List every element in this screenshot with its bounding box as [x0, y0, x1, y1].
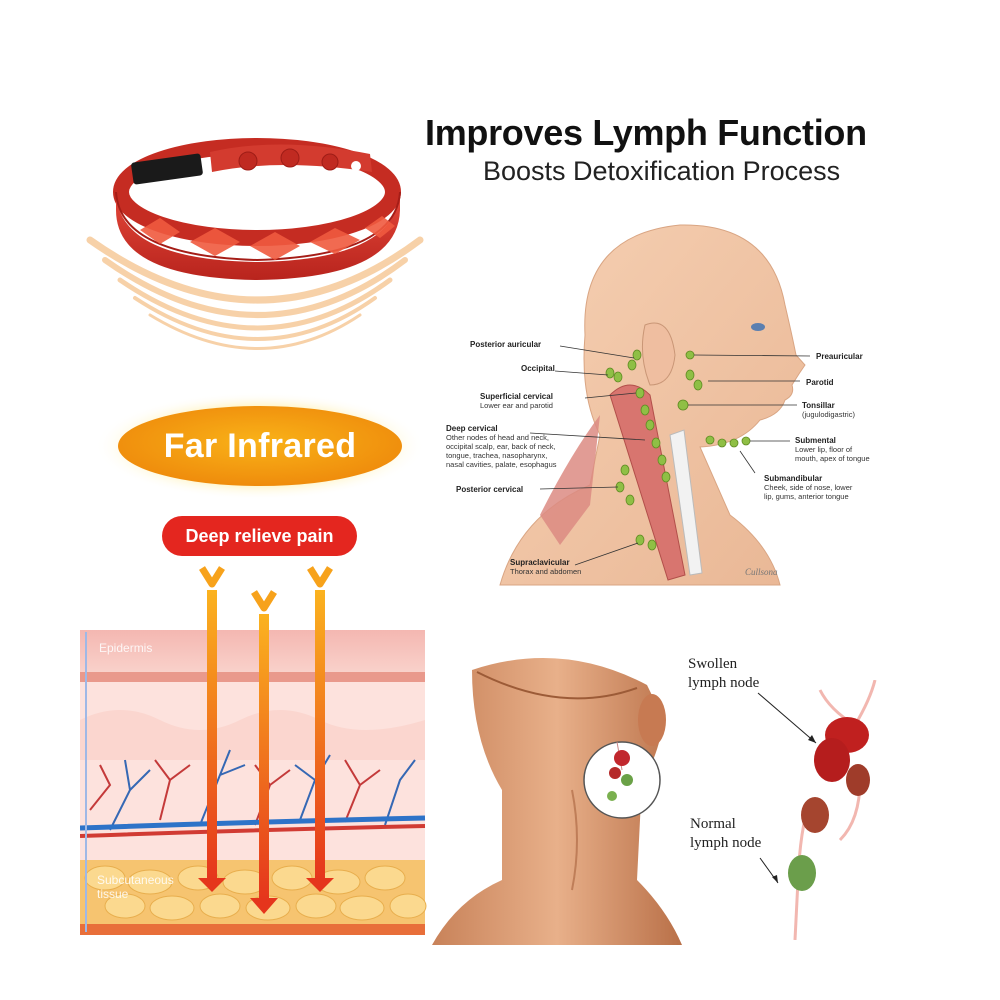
label-supraclavicular: Supraclavicular Thorax and abdomen: [510, 558, 582, 576]
page-subtitle: Boosts Detoxification Process: [483, 156, 841, 186]
swollen-line2: lymph node: [688, 675, 760, 691]
label-submandibular: Submandibular Cheek, side of nose, lower…: [764, 474, 853, 501]
label-submental: Submental Lower lip, floor of mouth, ape…: [795, 436, 870, 463]
label-tonsillar: Tonsillar (jugulodigastric): [802, 401, 855, 419]
label-superficial-cervical: Superficial cervical Lower ear and parot…: [480, 392, 553, 410]
subcutaneous-label: Subcutaneous tissue: [97, 873, 174, 901]
heat-waves: [86, 236, 424, 350]
bracelet-illustration: [86, 138, 424, 350]
label-parotid: Parotid: [806, 378, 834, 387]
skin-cross-section: [80, 566, 427, 935]
page-title: Improves Lymph Function: [425, 112, 867, 153]
lymph-node-diagram: [788, 680, 877, 940]
label-posterior-cervical: Posterior cervical: [456, 485, 524, 494]
swollen-line1: Swollen: [688, 656, 738, 672]
head-neck-lymph-diagram: Cullsona: [499, 224, 811, 586]
label-occipital: Occipital: [521, 364, 555, 373]
subcutaneous-label-line2: tissue: [97, 887, 129, 901]
far-infrared-badge: Far Infrared: [95, 392, 425, 500]
label-preauricular: Preauricular: [816, 352, 863, 361]
epidermis-label: Epidermis: [99, 641, 153, 655]
deep-relieve-pain-badge: Deep relieve pain: [162, 516, 357, 556]
svg-text:Cullsona: Cullsona: [745, 567, 778, 577]
label-posterior-auricular: Posterior auricular: [470, 340, 542, 349]
normal-lymph-node-label: Normal lymph node: [690, 815, 761, 853]
infrared-arrows: [198, 566, 334, 914]
normal-line1: Normal: [690, 816, 736, 832]
neck-illustration: [432, 658, 682, 945]
label-deep-cervical: Deep cervical Other nodes of head and ne…: [446, 424, 557, 469]
swollen-lymph-node-label: Swollen lymph node: [688, 655, 759, 693]
far-infrared-label: Far Infrared: [163, 426, 357, 465]
subcutaneous-label-line1: Subcutaneous: [97, 873, 174, 887]
normal-line2: lymph node: [690, 835, 762, 851]
label-pointers: [757, 692, 817, 884]
